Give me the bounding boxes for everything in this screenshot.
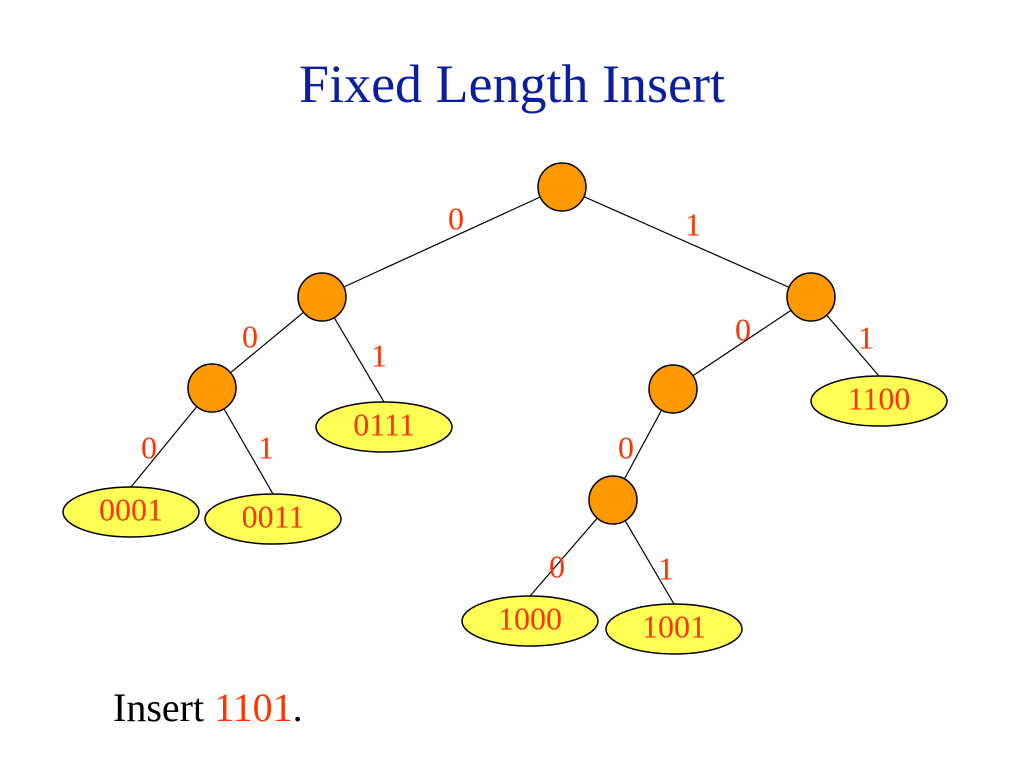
slide-title: Fixed Length Insert	[299, 54, 725, 114]
leaf-1100: 1100	[810, 375, 948, 427]
leaf-0111-label: 0111	[353, 406, 415, 442]
leaf-1001-shape	[605, 603, 743, 655]
node-n100	[588, 475, 638, 525]
node-n1	[786, 272, 836, 322]
edge-label-root-n0: 0	[448, 200, 464, 236]
edge-n1-n10	[672, 296, 812, 390]
edge-root-n1	[561, 186, 812, 298]
edge-label-n00-leaf-0011: 1	[258, 429, 274, 465]
node-root	[537, 162, 587, 212]
edge-label-root-n1: 1	[685, 206, 701, 242]
leaf-0111: 0111	[315, 401, 453, 453]
leaf-1000-label: 1000	[498, 600, 562, 636]
leaf-1000-shape	[461, 595, 599, 647]
caption-key: 1101	[214, 685, 293, 730]
leaf-0011-label: 0011	[242, 498, 305, 534]
leaf-0011-shape	[204, 493, 342, 545]
leaf-1000: 1000	[461, 595, 599, 647]
edge-label-n1-leaf-1100: 1	[858, 319, 874, 355]
edge-label-n00-leaf-0001: 0	[141, 429, 157, 465]
edge-label-n100-leaf-1001: 1	[658, 550, 674, 586]
leaf-1100-label: 1100	[848, 380, 911, 416]
edge-label-n0-leaf-0111: 1	[371, 337, 387, 373]
edge-labels-layer: 0 1 0 1 0 1 0 1 0 0 1	[141, 200, 874, 586]
leaf-0001-label: 0001	[99, 491, 163, 527]
node-n0	[297, 272, 347, 322]
edge-label-n10-n100: 0	[618, 429, 634, 465]
leaf-0111-shape	[315, 401, 453, 453]
leaf-0001: 0001	[62, 486, 200, 538]
caption-prefix: Insert	[113, 685, 215, 730]
leaf-1100-shape	[810, 375, 948, 427]
leaf-1001: 1001	[605, 603, 743, 655]
edge-root-n0	[321, 186, 563, 298]
leaf-0001-shape	[62, 486, 200, 538]
caption-suffix: .	[292, 685, 303, 730]
leaf-1001-label: 1001	[642, 608, 706, 644]
node-n10	[648, 364, 698, 414]
edge-label-n100-leaf-1000: 0	[549, 548, 565, 584]
caption: Insert 1101.	[113, 684, 303, 732]
leaf-0011: 0011	[204, 493, 342, 545]
edge-label-n1-n10: 0	[735, 311, 751, 347]
edge-label-n0-n00: 0	[242, 318, 258, 354]
node-n00	[187, 363, 237, 413]
